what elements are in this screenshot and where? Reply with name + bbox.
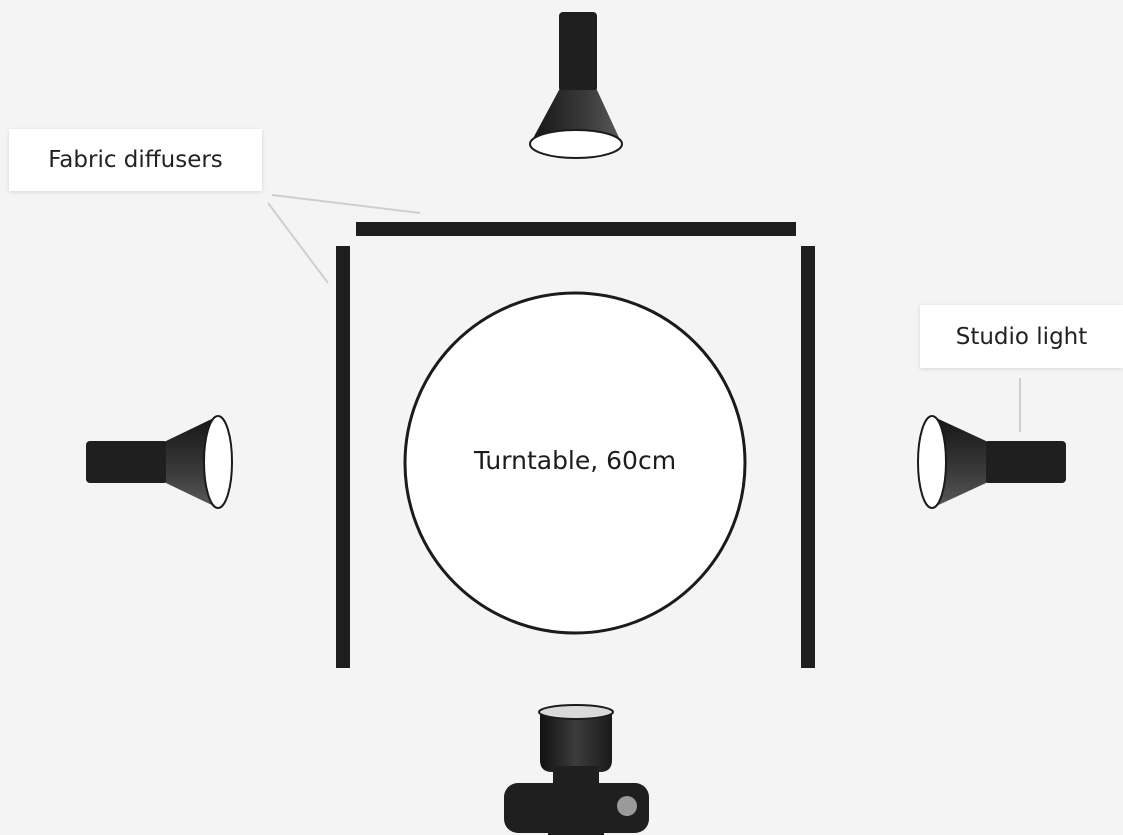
turntable <box>403 291 747 635</box>
studio-light-top-icon <box>529 12 623 159</box>
leader-line-fabric-top <box>271 194 421 214</box>
diffuser-panel-left <box>336 246 350 668</box>
callout-studio-light-text: Studio light <box>955 323 1088 350</box>
callout-fabric-diffusers: Fabric diffusers <box>9 129 262 191</box>
diffuser-panel-top <box>356 222 796 236</box>
studio-light-right-icon <box>917 415 1066 509</box>
callout-fabric-diffusers-text: Fabric diffusers <box>48 147 223 173</box>
callout-studio-light: Studio light <box>920 305 1123 368</box>
leader-line-fabric-left <box>267 202 329 284</box>
turntable-label: Turntable, 60cm <box>473 446 677 475</box>
studio-light-left-icon <box>86 415 233 509</box>
camera-icon <box>504 704 649 835</box>
diffuser-panel-right <box>801 246 815 668</box>
